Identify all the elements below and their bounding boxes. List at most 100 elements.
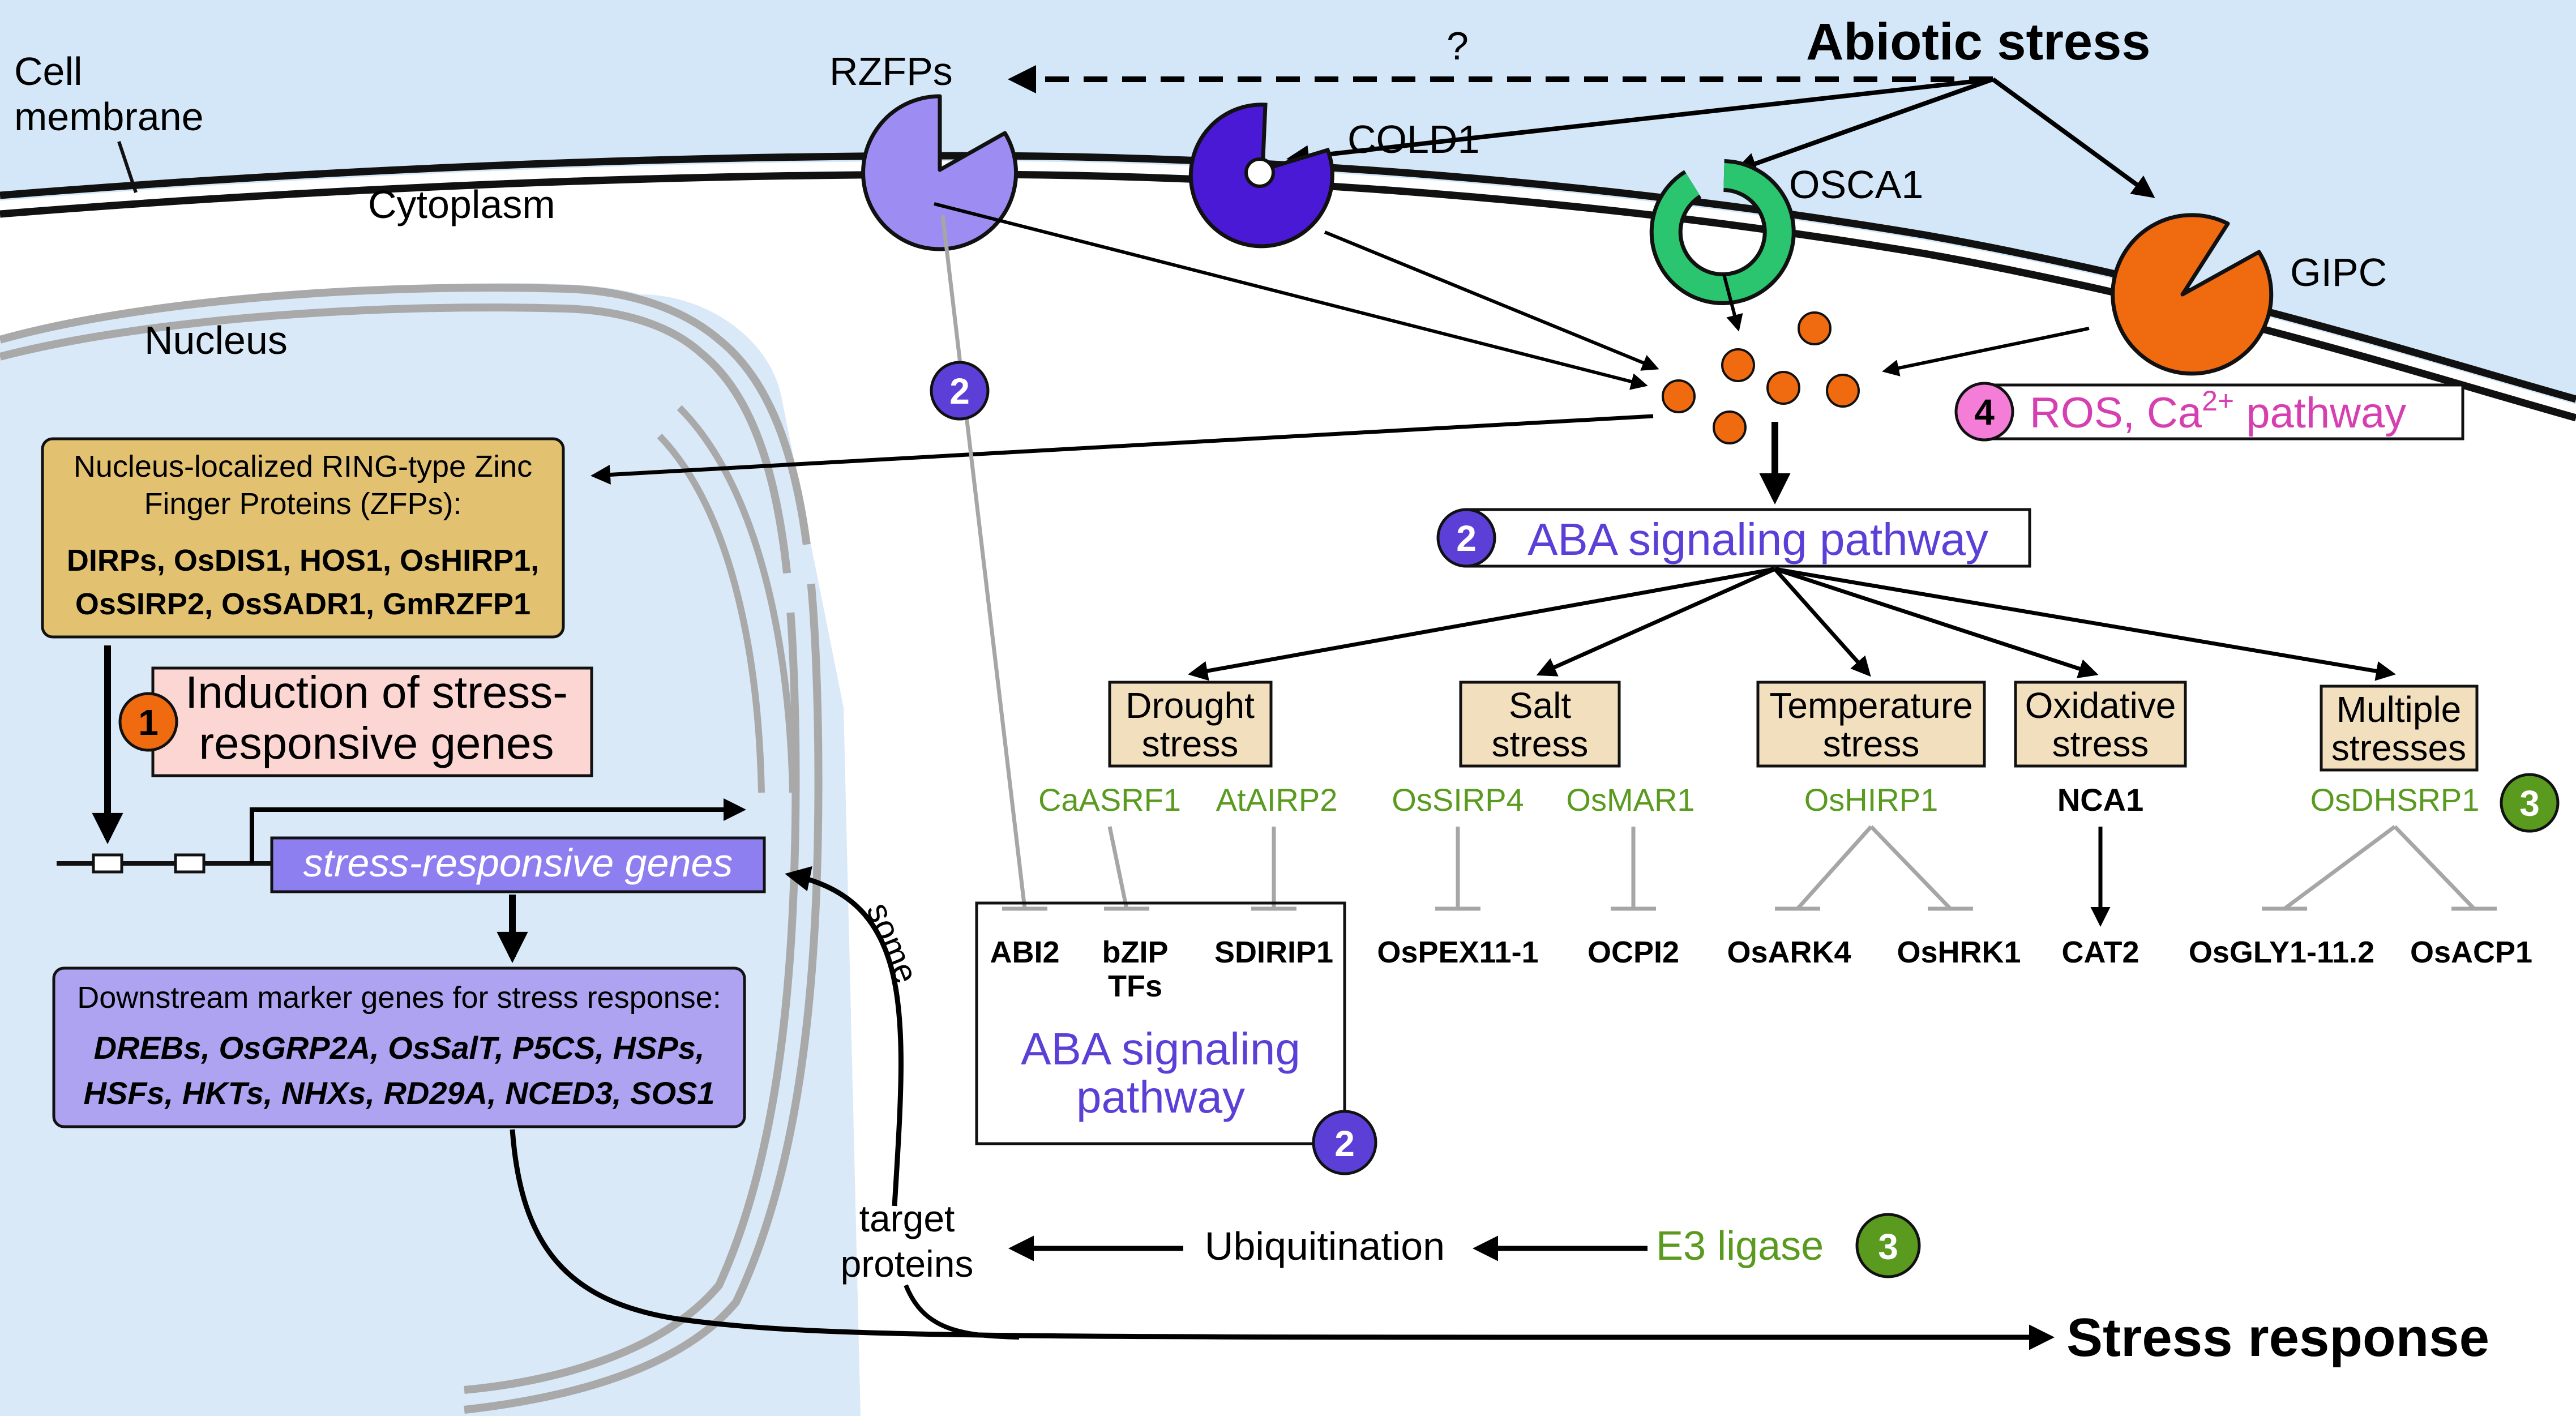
ospex11-label: OsPEX11-1 — [1377, 935, 1538, 969]
badge-2-left — [930, 361, 990, 421]
arrow-osca1-to-particles — [1722, 274, 1743, 332]
arrow-cold1-to-particles — [1324, 230, 1659, 371]
aba-pathway-box-line1: ABA signaling — [1021, 1024, 1300, 1074]
arrow-downstream-to-response — [510, 1129, 2055, 1350]
aba-pathway-box — [975, 901, 1346, 1145]
stress-response-label: Stress response — [2066, 1307, 2489, 1368]
sdirip1-label: SDIRIP1 — [1214, 935, 1333, 969]
aba-pathway-top-label: ABA signaling pathway — [1527, 514, 1988, 564]
badge-4 — [1954, 382, 2014, 442]
salt-stress-line1: Salt — [1509, 685, 1572, 726]
promoter-element-1 — [92, 853, 123, 874]
arrow-aba-to-multiple — [1774, 567, 2396, 681]
e3-ligase-label: E3 ligase — [1656, 1224, 1824, 1269]
ros-pathway-box — [1980, 383, 2464, 440]
arrow-targets-to-genes — [785, 866, 904, 1207]
cell-membrane-label-2: membrane — [14, 95, 204, 139]
zfp-box-line3: DIRPs, OsDIS1, HOS1, OsHIRP1, — [67, 544, 539, 577]
stress-genes-box — [270, 836, 766, 893]
multiple-stresses-line2: stresses — [2331, 728, 2466, 768]
badge-2-left-text: 2 — [949, 371, 970, 412]
arrow-stress-to-gipc — [1991, 77, 2155, 198]
bzip-label-1: bZIP — [1102, 935, 1169, 969]
temperature-stress-line1: Temperature — [1769, 685, 1972, 726]
ocpi2-label: OCPI2 — [1587, 935, 1679, 969]
oshirp1-label: OsHIRP1 — [1804, 782, 1939, 818]
arrow-stress-to-osca1 — [1734, 77, 1994, 175]
transcription-start-arrow — [250, 798, 746, 863]
induction-line2: responsive genes — [199, 718, 554, 768]
badge-3-e3 — [1855, 1213, 1921, 1278]
badge-1 — [118, 692, 178, 752]
rzfp-protein-icon — [861, 94, 1019, 251]
inhibition-lines — [940, 215, 2497, 911]
arrow-aba-to-salt — [1536, 567, 1776, 677]
aba-pathway-box-line2: pathway — [1076, 1072, 1245, 1122]
badge-2-top-text: 2 — [1456, 518, 1477, 559]
downstream-markers-box — [52, 966, 746, 1128]
cold1-label: COLD1 — [1347, 117, 1479, 161]
promoter-element-2 — [174, 853, 206, 874]
ros-pathway-label: ROS, Ca2+ pathway — [2030, 385, 2406, 437]
ubiquitination-label: Ubiquitination — [1205, 1224, 1445, 1268]
osark4-label: OsARK4 — [1727, 935, 1851, 969]
bzip-label-2: TFs — [1108, 969, 1162, 1003]
arrow-rzfp-to-particles — [934, 202, 1648, 390]
multiple-stresses-line1: Multiple — [2337, 689, 2462, 730]
cat2-label: CAT2 — [2061, 935, 2139, 969]
abiotic-stress-label: Abiotic stress — [1806, 13, 2150, 71]
badge-2-box-text: 2 — [1334, 1123, 1355, 1164]
nucleus-envelope-outer — [0, 284, 823, 1414]
osca1-label: OSCA1 — [1789, 162, 1923, 207]
zfp-box-line2: Finger Proteins (ZFPs): — [144, 487, 461, 521]
arrow-stress-to-cold1 — [1286, 77, 1993, 168]
osdhsrp1-label: OsDHSRP1 — [2310, 782, 2480, 818]
oxidative-stress-line1: Oxidative — [2025, 685, 2176, 726]
salt-stress-box — [1459, 681, 1621, 768]
drought-stress-line2: stress — [1142, 724, 1239, 764]
badge-1-text: 1 — [138, 702, 159, 743]
nca1-label: NCA1 — [2057, 782, 2143, 818]
badge-2-top — [1436, 508, 1496, 568]
oxidative-stress-line2: stress — [2052, 724, 2149, 764]
downstream-line2: DREBs, OsGRP2A, OsSalT, P5CS, HSPs, — [94, 1030, 705, 1066]
temperature-stress-box — [1756, 681, 1986, 768]
arrow-aba-to-temperature — [1773, 567, 1871, 677]
badge-3-right — [2500, 773, 2560, 833]
arrow-aba-to-oxidative — [1774, 567, 2099, 678]
nucleus-label: Nucleus — [144, 318, 288, 362]
gipc-label: GIPC — [2290, 250, 2387, 294]
badge-3-right-text: 3 — [2519, 783, 2540, 824]
cytoplasm-label: Cytoplasm — [368, 182, 555, 226]
multiple-stresses-box — [2320, 685, 2479, 772]
stress-genes-label: stress-responsive genes — [303, 841, 733, 885]
badge-3-e3-text: 3 — [1878, 1226, 1898, 1267]
salt-stress-line2: stress — [1492, 724, 1589, 764]
signal-particles — [1662, 311, 1860, 444]
ossirp4-label: OsSIRP4 — [1392, 782, 1524, 818]
target-proteins-line1: target — [859, 1197, 955, 1239]
osacp1-label: OsACP1 — [2410, 935, 2532, 969]
badge-2-box — [1312, 1110, 1377, 1175]
arrow-particles-to-zfp — [590, 414, 1654, 485]
downstream-line1: Downstream marker genes for stress respo… — [77, 981, 721, 1015]
zfp-box — [41, 437, 565, 639]
atairp2-label: AtAIRP2 — [1216, 782, 1338, 818]
oshrk1-label: OsHRK1 — [1897, 935, 2021, 969]
arrow-aba-to-drought — [1188, 567, 1775, 681]
osgly1-label: OsGLY1-11.2 — [2189, 935, 2374, 969]
downstream-line3: HSFs, HKTs, NHXs, RD29A, NCED3, SOS1 — [83, 1075, 714, 1111]
caasrf1-label: CaASRF1 — [1038, 782, 1181, 818]
induction-line1: Induction of stress- — [185, 667, 568, 717]
arrow-gipc-to-particles — [1882, 327, 2090, 377]
arrow-targets-to-response — [904, 1284, 1020, 1340]
oxidative-stress-box — [2014, 681, 2187, 768]
drought-stress-box — [1108, 681, 1273, 768]
rzfps-label: RZFPs — [829, 49, 953, 93]
zfp-box-line4: OsSIRP2, OsSADR1, GmRZFP1 — [75, 587, 530, 621]
question-mark: ? — [1447, 24, 1469, 68]
cell-membrane-label-1: Cell — [14, 49, 83, 93]
temperature-stress-line2: stress — [1823, 724, 1920, 764]
